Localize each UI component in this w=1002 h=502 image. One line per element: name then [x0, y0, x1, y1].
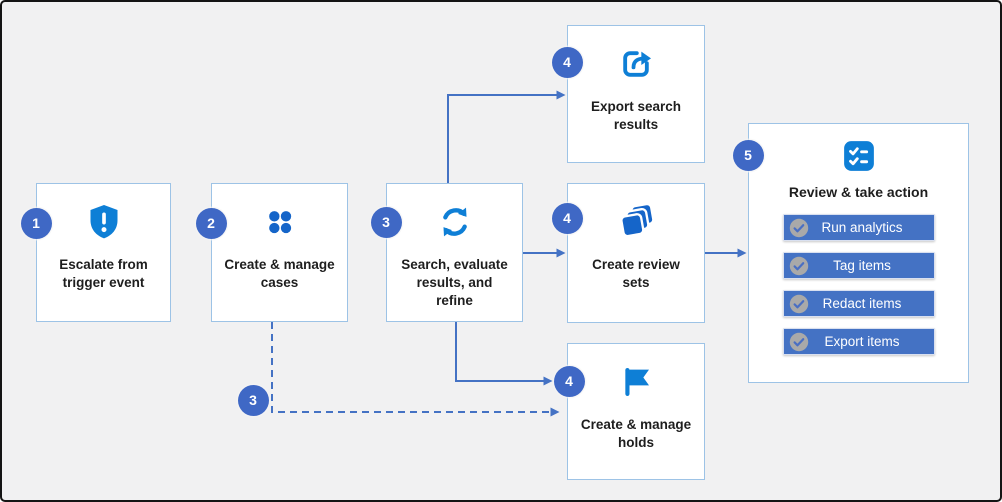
step-box-search: Search, evaluate results, and refine	[386, 183, 523, 322]
connector-search-to-holds	[455, 322, 553, 386]
step-box-export-search: Export search results	[567, 25, 705, 163]
step-badge-1: 1	[20, 207, 52, 239]
step-badge-2: 2	[195, 207, 227, 239]
action-label: Export items	[824, 334, 900, 350]
action-button-redact-items[interactable]: Redact items	[782, 290, 935, 318]
check-circle-icon	[789, 256, 808, 276]
step-title-review-action: Review & take action	[788, 184, 929, 200]
shield-exclamation-icon	[84, 201, 124, 243]
step-title-cases: Create & manage cases	[224, 257, 335, 290]
step-badge-3: 3	[370, 206, 402, 238]
check-circle-icon	[789, 218, 808, 238]
action-label: Redact items	[822, 296, 902, 312]
review-actions-list: Run analytics Tag items Redact items	[782, 214, 935, 356]
step-badge-4-holds: 4	[553, 365, 585, 397]
step-box-escalate: Escalate from trigger event	[36, 183, 171, 322]
check-circle-icon	[789, 332, 808, 352]
apps-dots-icon	[260, 201, 300, 243]
step-box-review-sets: Create review sets	[567, 183, 705, 323]
action-button-tag-items[interactable]: Tag items	[782, 252, 935, 280]
share-export-icon	[616, 43, 656, 85]
step-title-escalate: Escalate from trigger event	[59, 257, 148, 290]
step-title-search: Search, evaluate results, and refine	[401, 257, 508, 308]
step-badge-4-export: 4	[551, 46, 583, 78]
step-title-export-search: Export search results	[590, 99, 682, 132]
action-button-run-analytics[interactable]: Run analytics	[782, 214, 935, 242]
step-badge-5: 5	[732, 139, 764, 171]
step-title-review-sets: Create review sets	[592, 257, 680, 290]
step-badge-4-review-sets: 4	[551, 202, 583, 234]
action-button-export-items[interactable]: Export items	[782, 328, 935, 356]
check-circle-icon	[789, 294, 808, 314]
checklist-icon	[842, 139, 876, 173]
action-label: Tag items	[833, 258, 891, 274]
step-title-holds: Create & manage holds	[580, 417, 692, 450]
connector-badge-3: 3	[237, 384, 269, 416]
connector-search-to-export	[447, 90, 566, 183]
step-box-holds: Create & manage holds	[567, 343, 705, 480]
flag-icon	[616, 361, 656, 403]
sync-arrows-icon	[435, 201, 475, 243]
layered-cards-icon	[616, 201, 656, 243]
action-label: Run analytics	[821, 220, 903, 236]
step-box-review-action: Review & take action Run analytics Tag i…	[748, 123, 969, 383]
connector-cases-to-holds-dashed	[271, 322, 560, 417]
step-box-cases: Create & manage cases	[211, 183, 348, 322]
